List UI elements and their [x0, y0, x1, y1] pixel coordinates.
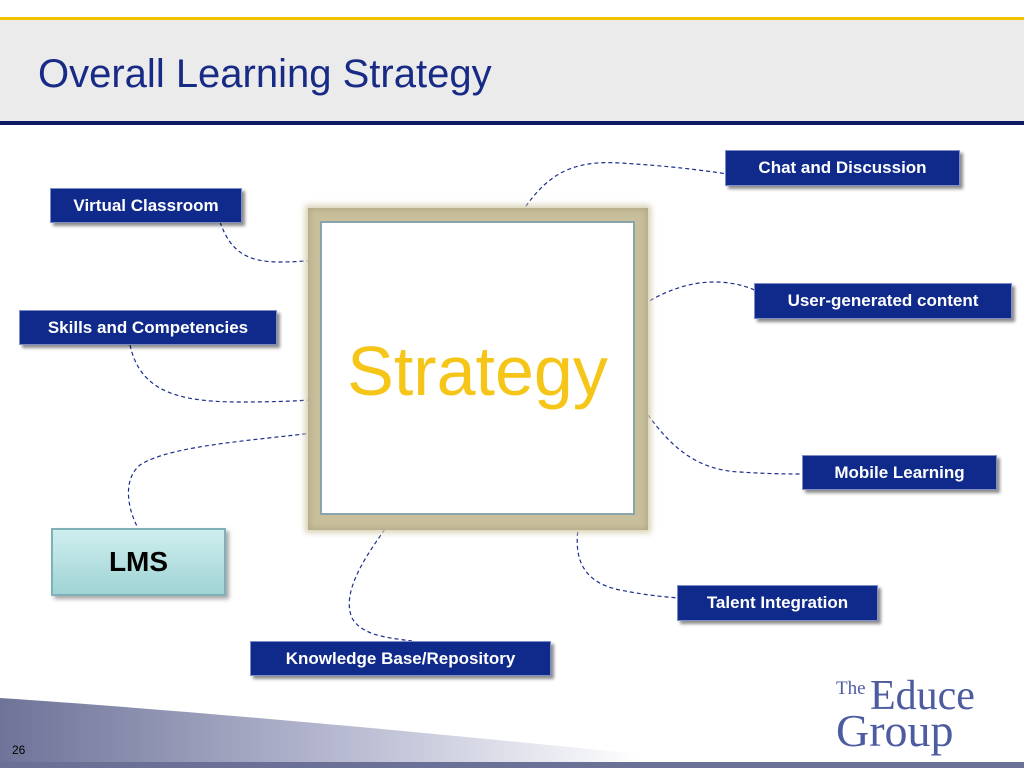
connector-chat — [517, 162, 729, 219]
strategy-box: Strategy — [320, 221, 635, 515]
node-virtual-classroom: Virtual Classroom — [50, 188, 242, 223]
footer-rule — [0, 762, 1024, 768]
header-bottom-rule — [0, 121, 1024, 125]
connector-lms — [127, 431, 321, 529]
slide-title: Overall Learning Strategy — [38, 52, 492, 96]
connector-virtual-classroom — [219, 221, 321, 263]
footer-swoosh — [0, 698, 640, 762]
connector-skills — [129, 344, 321, 403]
node-lms: LMS — [51, 528, 226, 596]
connector-mobile — [647, 414, 804, 475]
header-top-rule — [0, 17, 1024, 20]
node-knowledge-base-repository: Knowledge Base/Repository — [250, 641, 551, 676]
connector-talent — [576, 517, 679, 599]
node-skills-and-competencies: Skills and Competencies — [19, 310, 277, 345]
connector-knowledge — [348, 517, 413, 642]
logo-the: The — [836, 678, 866, 699]
connector-user-generated — [637, 281, 759, 309]
node-user-generated-content: User-generated content — [754, 283, 1012, 319]
logo-educe: Educe — [870, 673, 975, 719]
slide-number: 26 — [12, 743, 26, 757]
slide-header — [0, 20, 1024, 121]
strategy-label: Strategy — [347, 332, 608, 410]
logo-group: Group — [836, 705, 954, 756]
node-talent-integration: Talent Integration — [677, 585, 878, 621]
node-mobile-learning: Mobile Learning — [802, 455, 997, 490]
node-chat-and-discussion: Chat and Discussion — [725, 150, 960, 186]
educe-group-logo: The Educe Group — [832, 670, 1012, 760]
